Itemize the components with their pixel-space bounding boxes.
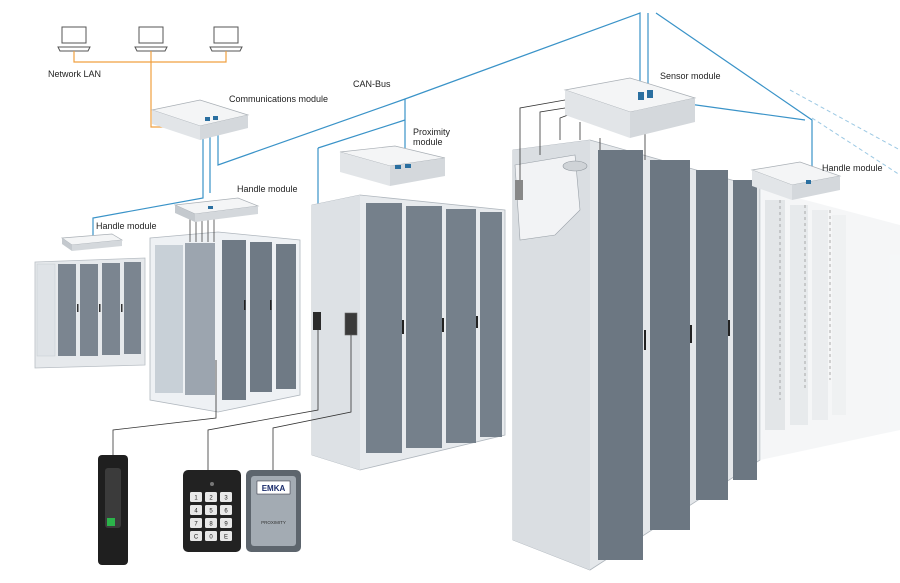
server-rack-large: [512, 99, 761, 571]
proximity-reader-small: [344, 312, 358, 336]
computer-icon: [134, 26, 168, 52]
handle-module-left-box: [61, 233, 124, 251]
keypad-key-label: 4: [194, 509, 198, 515]
keypad-device: 1 2 3 4 5 6 7 8 9C 0 E: [183, 470, 241, 552]
sensor-module-label: Sensor module: [660, 71, 721, 81]
can-bus-cable: [92, 12, 813, 310]
handle-module-right-label: Handle module: [822, 163, 883, 173]
server-rack-center: [149, 214, 301, 413]
keypad-key-label: 6: [224, 509, 228, 515]
keypad-key-label: 9: [224, 522, 228, 528]
proximity-module-box: [339, 145, 446, 186]
handle-module-center-box: [173, 197, 260, 222]
peripheral-cable: [112, 330, 352, 470]
keypad-key-label: 7: [194, 522, 198, 528]
communications-module-label: Communications module: [229, 94, 329, 104]
sensor-module-box: [563, 77, 697, 138]
keypad-key-label: 0: [209, 535, 213, 541]
keypad-key: [220, 518, 232, 528]
proximity-reader-device: EMKA PROXIMITY: [246, 470, 301, 552]
keypad-reader-small: [313, 312, 321, 330]
keypad-key: [220, 531, 232, 541]
keypad-key: [220, 492, 232, 502]
keypad-keys: 1 2 3 4 5 6 7 8 9C 0 E: [190, 492, 232, 541]
keypad-key: [205, 518, 217, 528]
keypad-key: [190, 518, 202, 528]
keypad-key-label: C: [194, 535, 199, 541]
keypad-key: [190, 492, 202, 502]
keypad-key-label: 5: [209, 509, 213, 515]
handle-module-left-label: Handle module: [96, 221, 157, 231]
server-rack-fade: [760, 89, 900, 460]
computer-icon: [209, 26, 243, 52]
keypad-key-label: 8: [209, 522, 213, 528]
computer-icon: [57, 26, 91, 52]
keypad-key-label: 1: [194, 496, 198, 502]
reader-brand-text: EMKA: [262, 484, 286, 493]
electronic-handle-device: [98, 455, 128, 565]
keypad-key: [205, 505, 217, 515]
proximity-module-label-line2: module: [413, 137, 443, 147]
keypad-key: [190, 531, 202, 541]
handle-module-center-label: Handle module: [237, 184, 298, 194]
keypad-key: [190, 505, 202, 515]
keypad-key-label: 3: [224, 496, 228, 502]
keypad-key: [205, 492, 217, 502]
communications-module-box: [150, 99, 250, 140]
keypad-key-label: E: [224, 535, 228, 541]
server-rack-left: [34, 257, 146, 369]
server-rack-mid: [311, 194, 506, 471]
keypad-key-label: 2: [209, 496, 213, 502]
handle-module-right-box: [750, 161, 842, 200]
network-lan-label: Network LAN: [48, 69, 102, 79]
can-bus-label: CAN-Bus: [353, 79, 391, 89]
keypad-key: [205, 531, 217, 541]
proximity-module-label-line1: Proximity: [413, 127, 451, 137]
keypad-key: [220, 505, 232, 515]
reader-label-text: PROXIMITY: [261, 520, 286, 525]
